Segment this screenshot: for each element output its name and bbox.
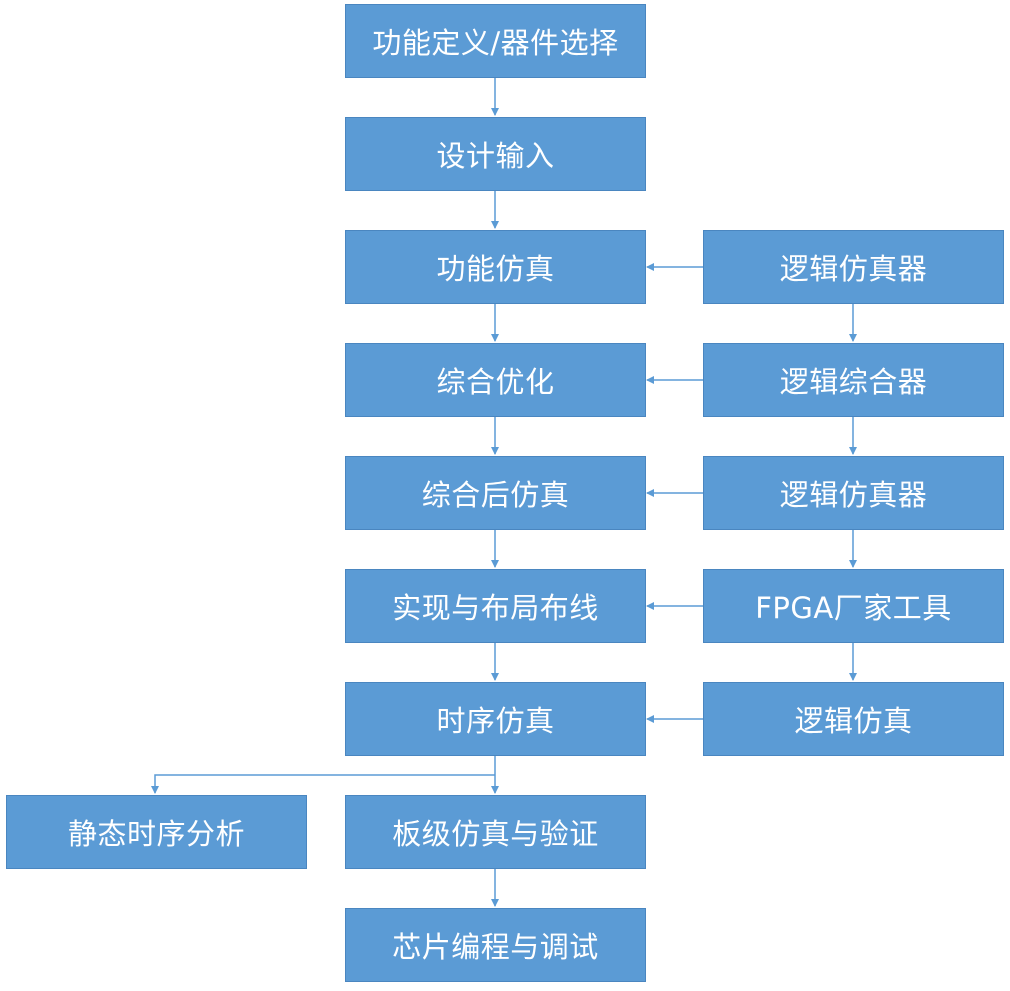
step-functional-simulation: 功能仿真 xyxy=(345,230,646,304)
tool-logic-simulator-2: 逻辑仿真器 xyxy=(703,456,1004,530)
step-board-simulation-verification: 板级仿真与验证 xyxy=(345,795,646,869)
step-synthesis-optimization: 综合优化 xyxy=(345,343,646,417)
tool-logic-simulator: 逻辑仿真器 xyxy=(703,230,1004,304)
tool-logic-simulation: 逻辑仿真 xyxy=(703,682,1004,756)
tool-fpga-vendor-tools: FPGA厂家工具 xyxy=(703,569,1004,643)
step-timing-simulation: 时序仿真 xyxy=(345,682,646,756)
step-chip-programming-debug: 芯片编程与调试 xyxy=(345,908,646,982)
step-function-definition: 功能定义/器件选择 xyxy=(345,4,646,78)
tool-logic-synthesizer: 逻辑综合器 xyxy=(703,343,1004,417)
step-design-input: 设计输入 xyxy=(345,117,646,191)
step-static-timing-analysis: 静态时序分析 xyxy=(6,795,307,869)
arrow-branch-static-timing xyxy=(151,774,495,794)
step-post-synthesis-simulation: 综合后仿真 xyxy=(345,456,646,530)
step-implementation-place-route: 实现与布局布线 xyxy=(345,569,646,643)
